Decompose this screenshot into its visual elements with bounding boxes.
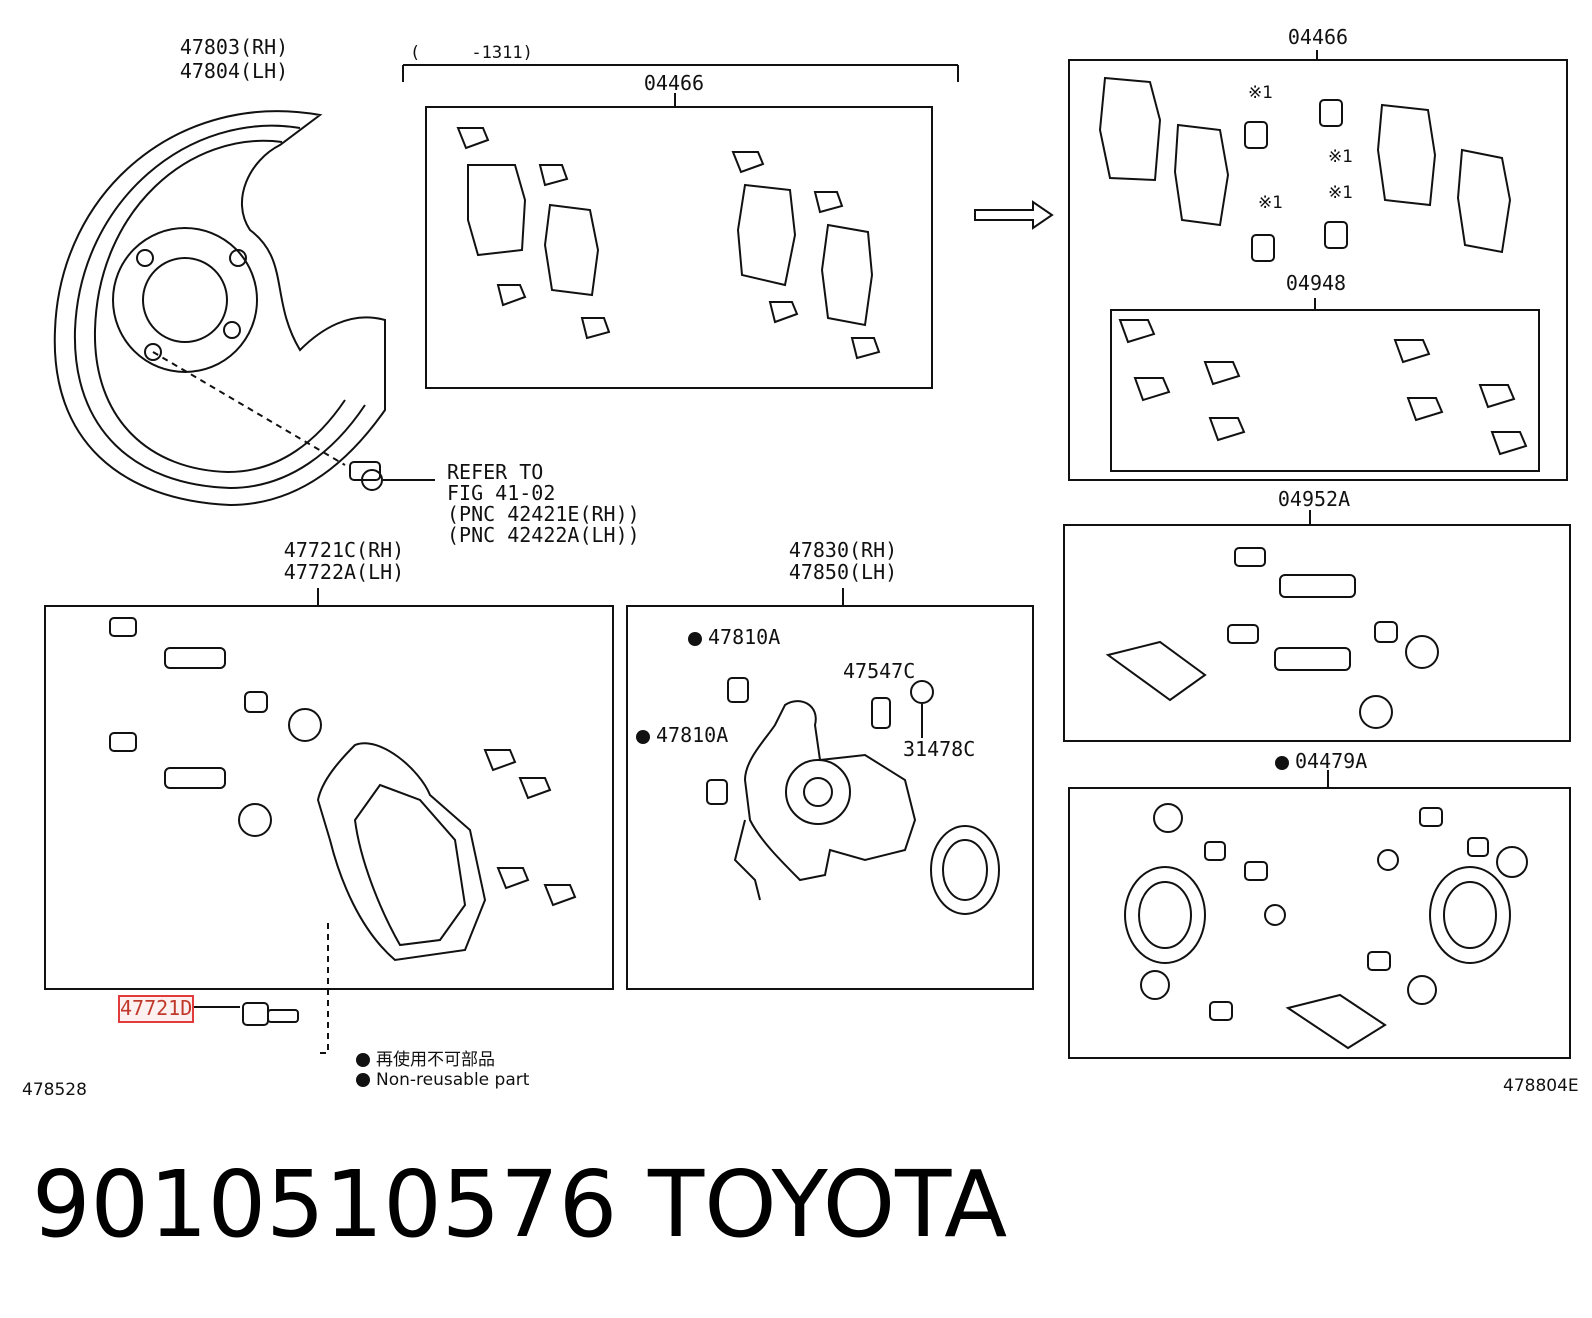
legend-en-text: Non-reusable part — [376, 1070, 530, 1090]
caliper-box — [626, 605, 1034, 990]
part-number: 9010510576 — [32, 1151, 618, 1258]
label-refer-2: FIG 41-02 — [447, 481, 556, 505]
figure-code-left: 478528 — [22, 1080, 87, 1100]
label-caliper-lh: 47850(LH) — [788, 560, 898, 584]
label-kit-04479a-text: 04479A — [1295, 749, 1368, 773]
legend-en: Non-reusable part — [356, 1070, 529, 1090]
bolt-47721d-drawing — [192, 923, 329, 1054]
label-shield-lh: 47804(LH) — [179, 59, 289, 83]
non-reusable-dot-icon — [636, 729, 650, 744]
label-bleeder-upper: 47810A — [688, 626, 780, 648]
mounting-bracket-drawing — [109, 617, 577, 962]
label-kit-04466-left: 04466 — [643, 71, 705, 95]
label-bleeder-lower: 47810A — [636, 724, 728, 746]
label-bracket-lh: 47722A(LH) — [283, 560, 405, 584]
label-cap: 31478C — [903, 737, 976, 761]
label-kit-04952a: 04952A — [1277, 487, 1351, 511]
seal-kit-box — [1068, 787, 1571, 1059]
label-mark-1a: ※1 — [1248, 83, 1274, 103]
label-shield-rh: 47803(RH) — [179, 35, 289, 59]
slide-pin-kit-box — [1063, 524, 1571, 742]
label-date-range: ( -1311) — [410, 43, 533, 63]
pad-kit-drawing — [456, 127, 881, 360]
label-bleeder-upper-text: 47810A — [708, 625, 781, 649]
label-kit-04948: 04948 — [1285, 271, 1347, 295]
non-reusable-dot-icon — [688, 631, 702, 646]
label-refer-1: REFER TO — [447, 460, 544, 484]
seal-kit-drawing — [1124, 803, 1528, 1050]
clip-set-box — [1110, 309, 1540, 472]
dust-shield-drawing — [53, 110, 435, 507]
label-kit-04466-right: 04466 — [1287, 25, 1349, 49]
highlight-box — [118, 995, 194, 1023]
label-bleeder-lower-text: 47810A — [656, 723, 729, 747]
legend-jp-text: 再使用不可部品 — [376, 1050, 495, 1070]
label-refer-3: (PNC 42421E(RH)) — [447, 502, 640, 526]
arrow-right-icon — [974, 200, 1054, 230]
leader-lines — [317, 50, 1329, 787]
non-reusable-dot-icon — [356, 1073, 370, 1087]
date-range-bracket — [402, 64, 959, 106]
label-mark-1c: ※1 — [1258, 193, 1284, 213]
label-kit-04479a: 04479A — [1275, 750, 1367, 772]
pad-kit-box — [425, 106, 933, 389]
brand-name: TOYOTA — [648, 1151, 1008, 1258]
label-bolt-highlight[interactable]: 47721D — [120, 996, 193, 1020]
figure-code-right: 478804E — [1503, 1076, 1579, 1096]
pad-kit-with-shims-drawing — [1098, 76, 1512, 262]
legend-jp: 再使用不可部品 — [356, 1045, 495, 1070]
non-reusable-dot-icon — [1275, 755, 1289, 770]
clip-set-drawing — [1118, 319, 1528, 456]
label-refer-4: (PNC 42422A(LH)) — [447, 523, 640, 547]
label-mark-1d: ※1 — [1328, 183, 1354, 203]
caliper-drawing — [706, 677, 1000, 915]
mounting-bracket-box — [44, 605, 614, 990]
non-reusable-dot-icon — [356, 1053, 370, 1067]
label-plug: 47547C — [843, 659, 916, 683]
label-caliper-rh: 47830(RH) — [788, 538, 898, 562]
slide-pin-kit-drawing — [1105, 547, 1439, 729]
label-bracket-rh: 47721C(RH) — [283, 538, 405, 562]
pad-kit-right-box — [1068, 59, 1568, 481]
label-mark-1b: ※1 — [1328, 147, 1354, 167]
